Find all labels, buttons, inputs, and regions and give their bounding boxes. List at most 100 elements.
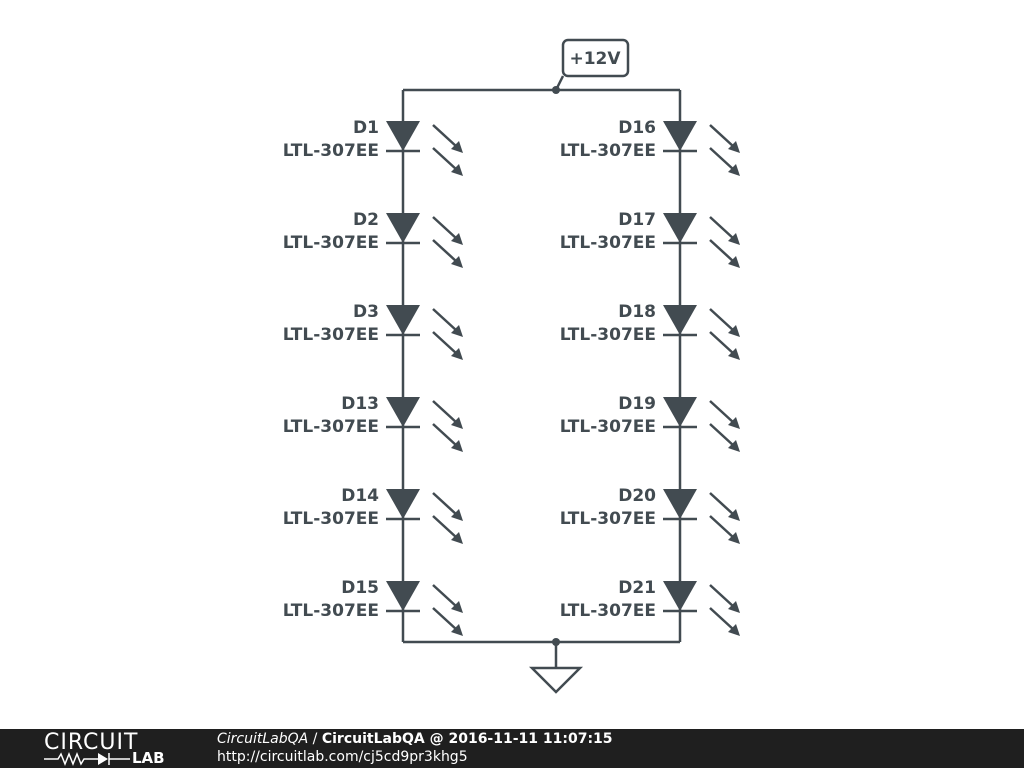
light-arrow-head: [728, 417, 740, 429]
light-arrow-line: [709, 147, 735, 171]
led-ref-label: D18: [618, 302, 656, 322]
light-arrow-line: [709, 400, 735, 424]
led-part-label: LTL-307EE: [560, 509, 656, 529]
light-arrow-head: [728, 440, 740, 452]
light-arrow-head: [451, 417, 463, 429]
resistor-diode-logo-icon: [44, 751, 130, 767]
light-arrow-line: [432, 515, 458, 539]
light-arrow-line: [709, 607, 735, 631]
light-arrow-line: [709, 331, 735, 355]
light-arrow-head: [728, 624, 740, 636]
light-arrow-line: [432, 124, 458, 148]
light-arrow-line: [709, 124, 735, 148]
led-ref-label: D2: [353, 210, 379, 230]
schematic-url[interactable]: http://circuitlab.com/cj5cd9pr3khg5: [217, 749, 468, 765]
light-arrow-line: [709, 492, 735, 516]
led-triangle-icon: [663, 213, 697, 243]
light-arrow-head: [451, 164, 463, 176]
light-arrow-head: [728, 256, 740, 268]
led-part-label: LTL-307EE: [283, 601, 379, 621]
light-arrow-head: [451, 624, 463, 636]
light-arrow-head: [451, 233, 463, 245]
circuit-schematic: +12V D1LTL-307EED2LTL-307EED3LTL-307EED1…: [283, 38, 740, 694]
light-arrow-line: [432, 331, 458, 355]
light-arrow-line: [432, 423, 458, 447]
led-ref-label: D1: [353, 118, 379, 138]
light-arrow-line: [432, 400, 458, 424]
light-arrow-line: [432, 607, 458, 631]
led-triangle-icon: [386, 489, 420, 519]
led-ref-label: D19: [618, 394, 656, 414]
led-triangle-icon: [386, 581, 420, 611]
light-arrow-head: [451, 348, 463, 360]
light-arrow-head: [451, 256, 463, 268]
led-ref-label: D14: [341, 486, 379, 506]
led-triangle-icon: [386, 305, 420, 335]
light-arrow-line: [432, 147, 458, 171]
light-arrow-line: [432, 308, 458, 332]
light-arrow-head: [728, 141, 740, 153]
schematic-credit: CircuitLabQA / CircuitLabQA @ 2016-11-11…: [217, 731, 613, 747]
light-arrow-line: [432, 584, 458, 608]
led-triangle-icon: [663, 305, 697, 335]
led-ref-label: D20: [618, 486, 656, 506]
light-arrow-line: [432, 239, 458, 263]
author-link[interactable]: CircuitLabQA: [217, 731, 309, 747]
credit-separator: /: [308, 731, 322, 747]
light-arrow-head: [451, 601, 463, 613]
led-ref-label: D3: [353, 302, 379, 322]
light-arrow-line: [709, 584, 735, 608]
supply-label-box: [561, 38, 630, 78]
light-arrow-head: [728, 601, 740, 613]
light-arrow-line: [709, 216, 735, 240]
supply-label: +12V: [569, 49, 621, 69]
led-part-label: LTL-307EE: [283, 141, 379, 161]
led-triangle-icon: [386, 213, 420, 243]
led-part-label: LTL-307EE: [283, 325, 379, 345]
light-arrow-head: [451, 532, 463, 544]
led-triangle-icon: [663, 397, 697, 427]
led-part-label: LTL-307EE: [283, 417, 379, 437]
light-arrow-head: [728, 348, 740, 360]
light-arrow-head: [451, 141, 463, 153]
light-arrow-line: [709, 515, 735, 539]
ground-icon: [528, 666, 584, 694]
led-part-label: LTL-307EE: [283, 509, 379, 529]
led-part-label: LTL-307EE: [560, 141, 656, 161]
light-arrow-head: [451, 509, 463, 521]
led-ref-label: D15: [341, 578, 379, 598]
led-part-label: LTL-307EE: [560, 233, 656, 253]
left-led-string: D1LTL-307EED2LTL-307EED3LTL-307EED13LTL-…: [283, 90, 463, 642]
light-arrow-head: [728, 509, 740, 521]
schematic-title: CircuitLabQA @ 2016-11-11 11:07:15: [321, 731, 613, 747]
light-arrow-head: [728, 532, 740, 544]
led-part-label: LTL-307EE: [560, 325, 656, 345]
light-arrow-head: [728, 325, 740, 337]
led-triangle-icon: [386, 397, 420, 427]
footer-bar: CIRCUIT LAB CircuitLabQA / CircuitLabQA …: [0, 729, 1024, 768]
light-arrow-head: [451, 440, 463, 452]
led-triangle-icon: [386, 121, 420, 151]
led-ref-label: D16: [618, 118, 656, 138]
led-part-label: LTL-307EE: [560, 601, 656, 621]
light-arrow-line: [709, 308, 735, 332]
led-ref-label: D17: [618, 210, 656, 230]
led-triangle-icon: [663, 581, 697, 611]
light-arrow-head: [451, 325, 463, 337]
right-led-string: D16LTL-307EED17LTL-307EED18LTL-307EED19L…: [560, 90, 740, 642]
circuitlab-logo-mark: LAB: [44, 749, 174, 767]
led-part-label: LTL-307EE: [283, 233, 379, 253]
led-part-label: LTL-307EE: [560, 417, 656, 437]
light-arrow-line: [709, 423, 735, 447]
light-arrow-line: [709, 239, 735, 263]
